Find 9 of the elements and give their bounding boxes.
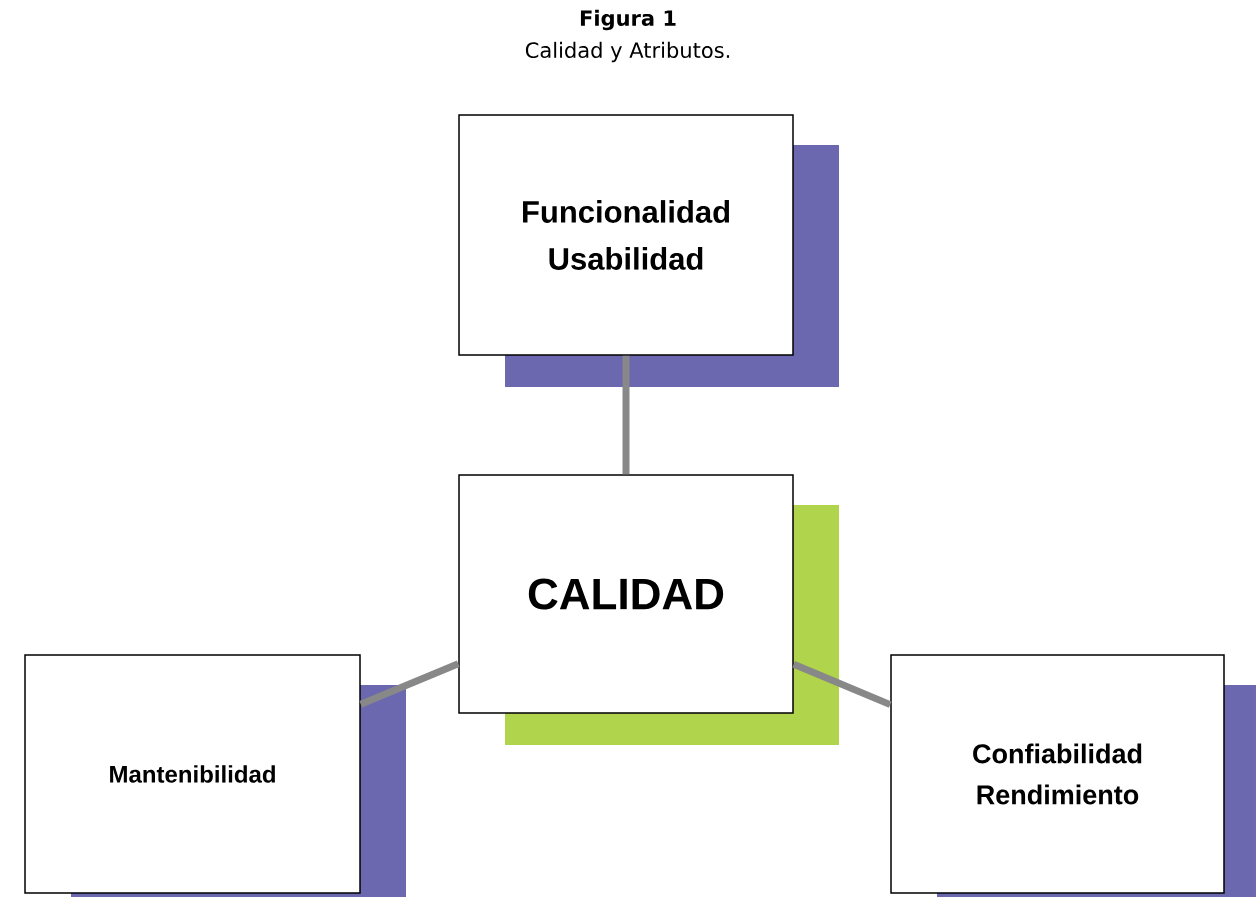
text-box: CALIDAD xyxy=(458,474,839,745)
connector-line xyxy=(359,660,460,708)
figure-title: Figura 1 xyxy=(580,9,676,31)
connector-line xyxy=(622,355,630,475)
text-box: Funcionalidad Usabilidad xyxy=(458,114,839,387)
figure-caption: Calidad y Atributos. xyxy=(525,41,730,63)
connector-line xyxy=(792,661,892,708)
text-box: Confiabilidad Rendimiento xyxy=(890,654,1256,897)
text-box: Mantenibilidad xyxy=(24,654,406,897)
